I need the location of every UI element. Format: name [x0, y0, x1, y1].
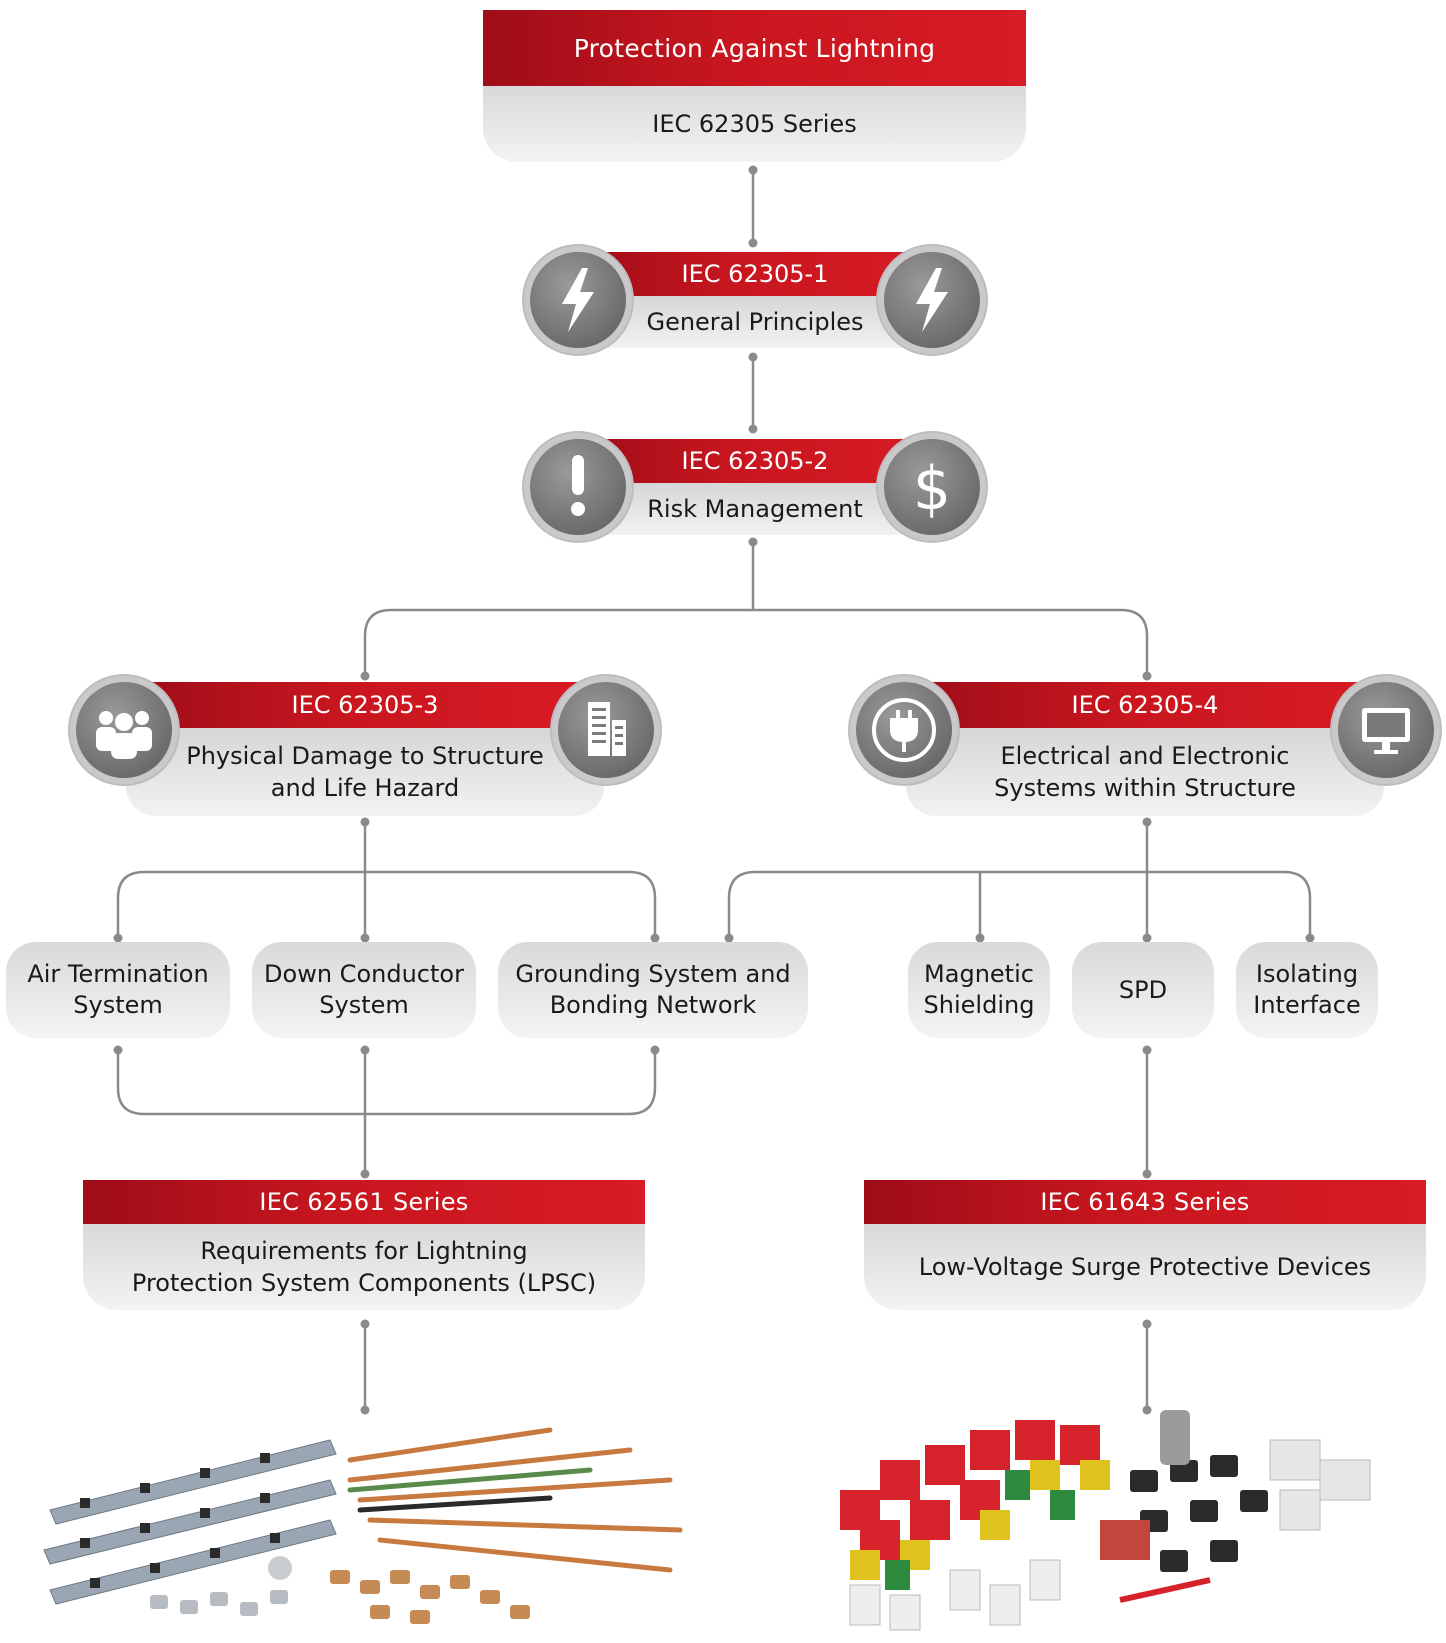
exclamation-icon — [530, 439, 626, 535]
pill-magnetic-shielding: Magnetic Shielding — [908, 942, 1050, 1038]
node-iec-61643: IEC 61643 Series Low-Voltage Surge Prote… — [864, 1180, 1426, 1310]
node-name-line2: Systems within Structure — [994, 774, 1296, 802]
node-name-line2: and Life Hazard — [270, 774, 460, 802]
node-iec-62305-2: IEC 62305-2 Risk Management $ — [530, 439, 980, 535]
lightning-icon — [530, 252, 626, 348]
pill-line2: Bonding Network — [549, 991, 757, 1019]
pill-down-conductor-system: Down Conductor System — [252, 942, 476, 1038]
node-code: IEC 61643 Series — [864, 1180, 1426, 1224]
node-iec-62561: IEC 62561 Series Requirements for Lightn… — [83, 1180, 645, 1310]
node-name: Low-Voltage Surge Protective Devices — [864, 1224, 1426, 1310]
spd-products-photo — [840, 1410, 1371, 1631]
node-code: IEC 62305-3 — [134, 682, 596, 728]
pill-isolating-interface: Isolating Interface — [1236, 942, 1378, 1038]
people-icon — [76, 682, 172, 778]
monitor-icon — [1338, 682, 1434, 778]
pill-line2: System — [319, 991, 409, 1019]
pill-line2: System — [73, 991, 163, 1019]
pill-line1: SPD — [1118, 975, 1168, 1004]
node-name: General Principles — [572, 296, 938, 348]
pill-line1: Down Conductor — [264, 960, 464, 988]
root-node: Protection Against Lightning IEC 62305 S… — [483, 10, 1026, 162]
pill-spd: SPD — [1072, 942, 1214, 1038]
node-code: IEC 62305-1 — [572, 252, 938, 296]
pill-line2: Shielding — [923, 991, 1035, 1019]
node-iec-62305-3: IEC 62305-3 Physical Damage to Structure… — [76, 682, 654, 816]
plug-icon — [856, 682, 952, 778]
pill-line1: Grounding System and — [515, 960, 791, 988]
node-name-line1: Requirements for Lightning — [200, 1237, 528, 1265]
node-code: IEC 62305-2 — [572, 439, 938, 483]
pill-line1: Air Termination — [27, 960, 209, 988]
node-name: Physical Damage to Structure and Life Ha… — [126, 728, 604, 816]
dollar-icon: $ — [884, 439, 980, 535]
pill-grounding-bonding: Grounding System and Bonding Network — [498, 942, 808, 1038]
node-code: IEC 62305-4 — [914, 682, 1376, 728]
node-name: Electrical and Electronic Systems within… — [906, 728, 1384, 816]
node-iec-62305-1: IEC 62305-1 General Principles — [530, 252, 980, 348]
lpsc-products-photo — [43, 1427, 683, 1624]
pill-line1: Magnetic — [924, 960, 1034, 988]
node-name: Risk Management — [572, 483, 938, 535]
node-name: Requirements for Lightning Protection Sy… — [83, 1224, 645, 1310]
svg-text:$: $ — [913, 454, 951, 524]
pill-line1: Isolating — [1255, 960, 1359, 988]
root-title: Protection Against Lightning — [483, 10, 1026, 86]
node-name-line1: Electrical and Electronic — [1000, 742, 1290, 770]
pill-air-termination-system: Air Termination System — [6, 942, 230, 1038]
pill-line2: Interface — [1253, 991, 1361, 1019]
node-name-line2: Protection System Components (LPSC) — [131, 1269, 597, 1297]
node-iec-62305-4: IEC 62305-4 Electrical and Electronic Sy… — [856, 682, 1434, 816]
node-name-line1: Physical Damage to Structure — [186, 742, 544, 770]
lightning-icon — [884, 252, 980, 348]
node-code: IEC 62561 Series — [83, 1180, 645, 1224]
building-icon — [558, 682, 654, 778]
root-subtitle: IEC 62305 Series — [483, 86, 1026, 162]
